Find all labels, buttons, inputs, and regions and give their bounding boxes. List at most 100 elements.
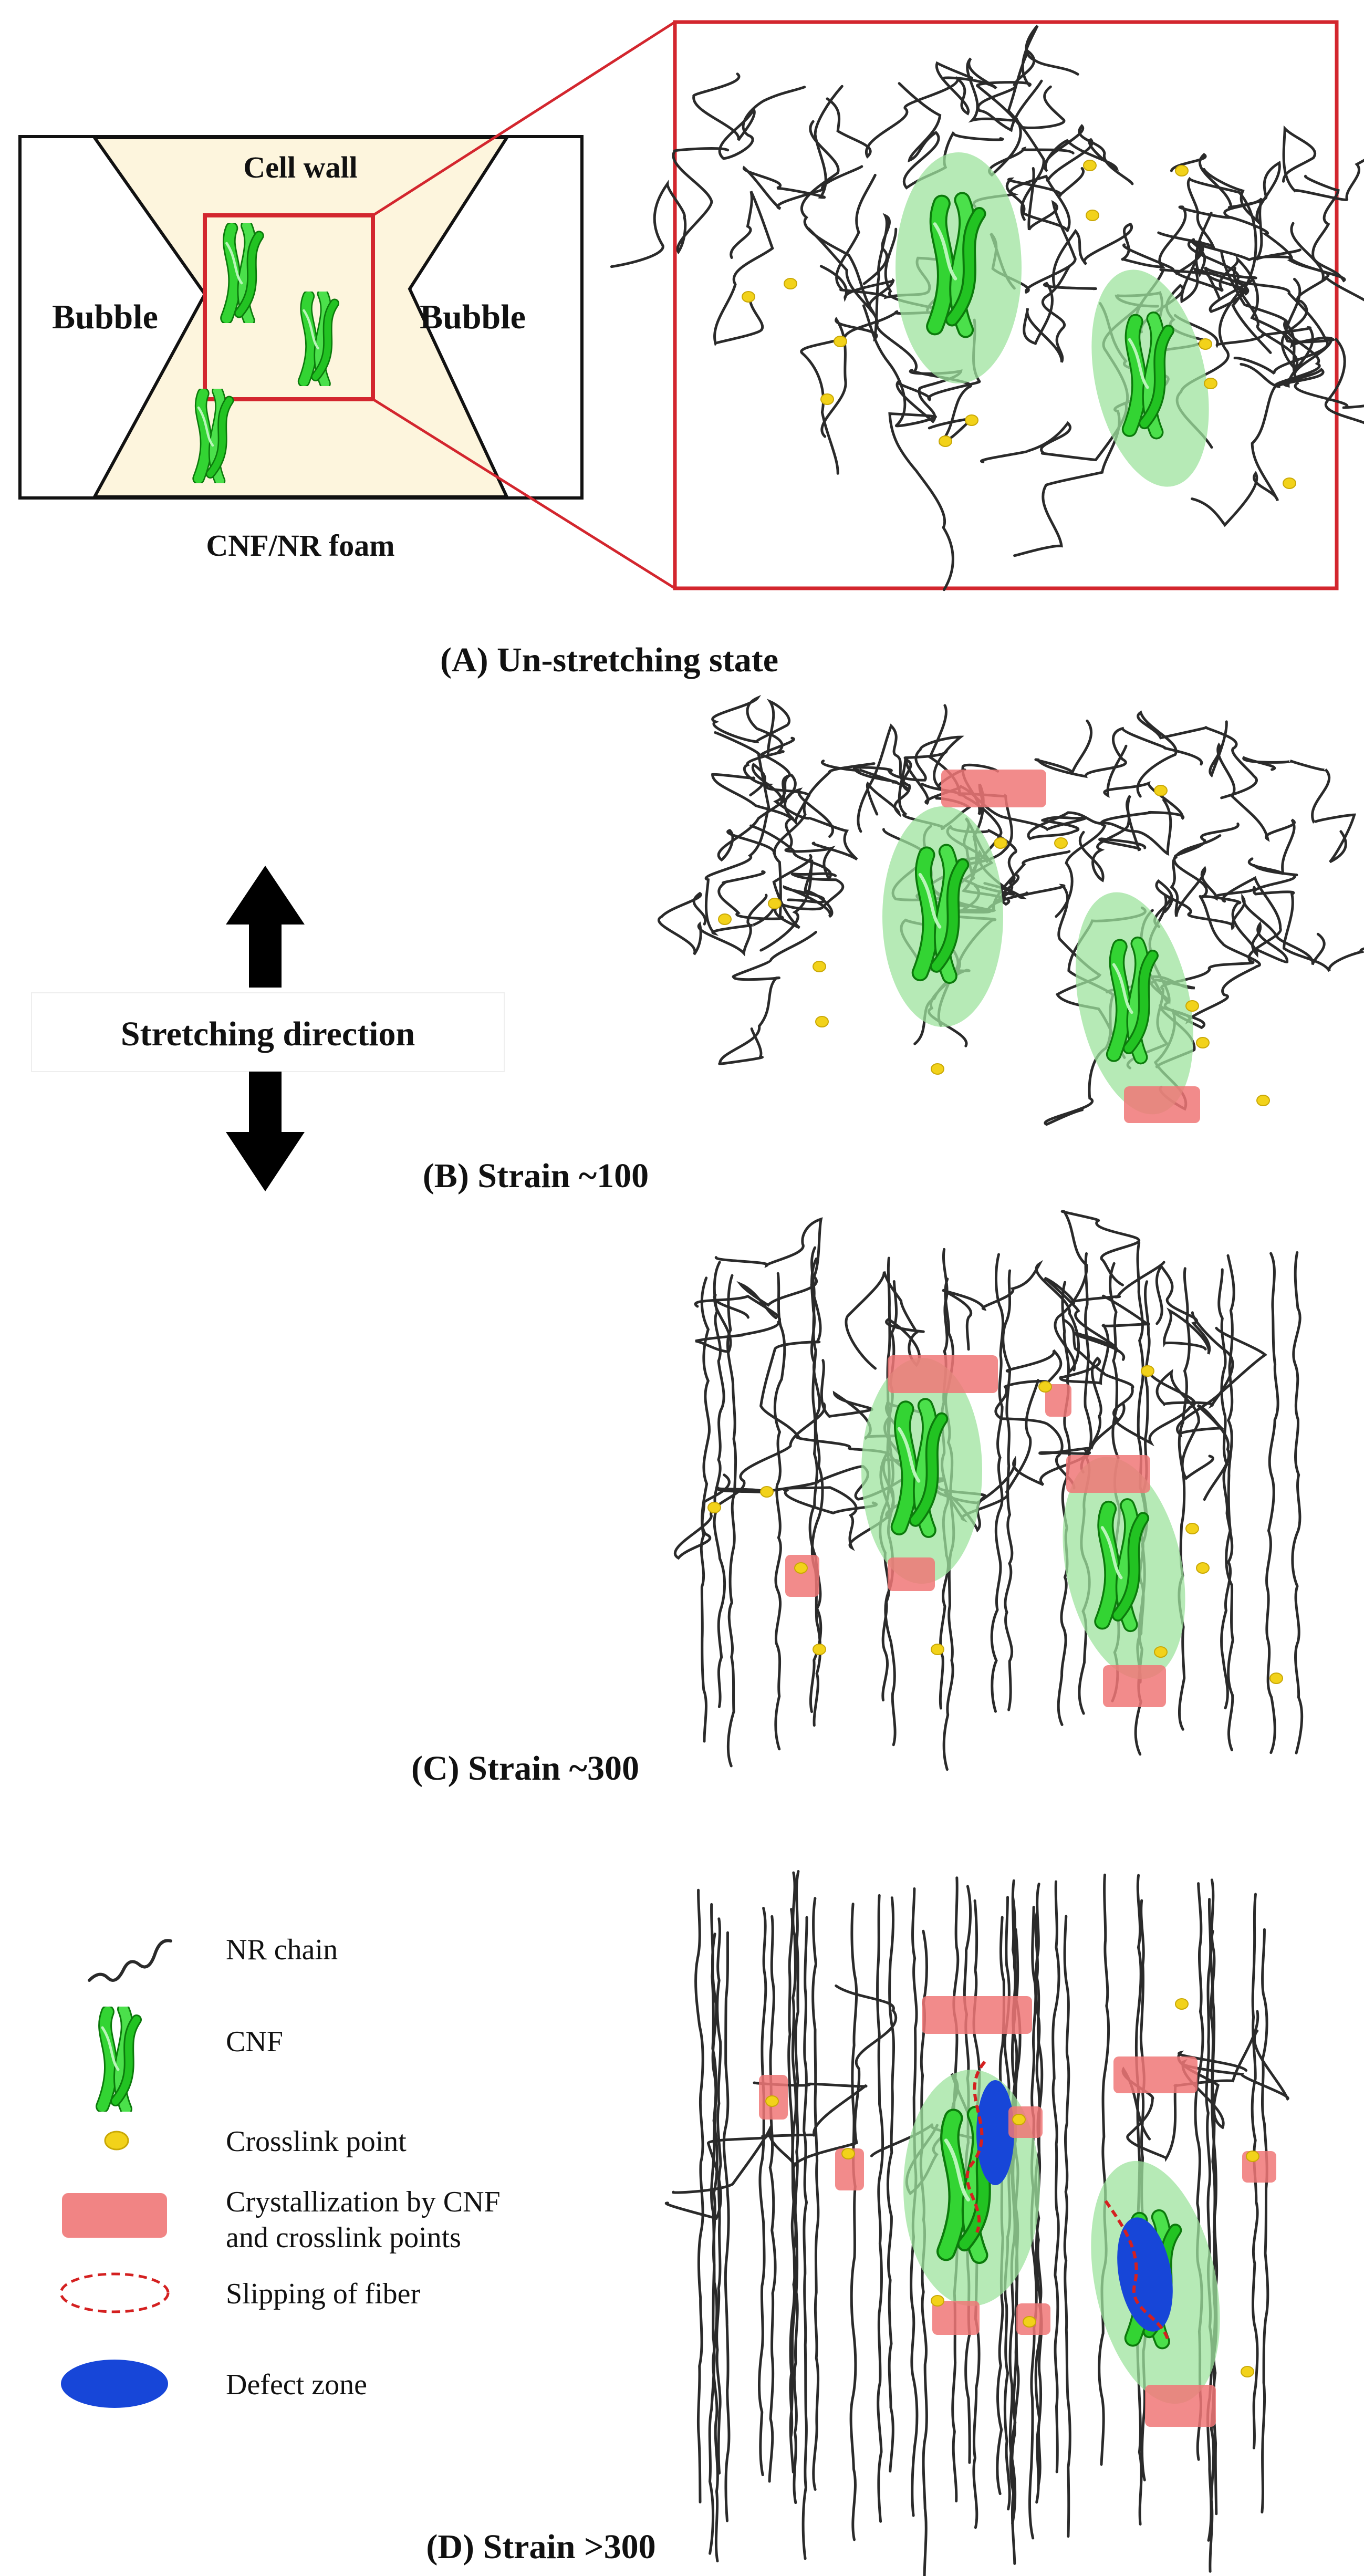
nr-chain bbox=[718, 931, 817, 1065]
crosslink-point bbox=[1199, 338, 1212, 350]
nr-chain bbox=[1220, 250, 1364, 409]
nr-chain bbox=[1157, 176, 1272, 354]
nr-chain bbox=[1023, 264, 1097, 363]
nr-chain bbox=[717, 762, 797, 862]
nr-chain bbox=[1098, 1873, 1110, 2466]
nr-chain bbox=[1233, 267, 1364, 370]
network-panel-c bbox=[673, 1210, 1304, 1771]
nr-chain bbox=[808, 1246, 822, 1713]
crosslink-point bbox=[994, 837, 1007, 849]
nr-chain bbox=[768, 1915, 777, 2483]
crosslink-point bbox=[931, 1063, 944, 1075]
crosslink-point bbox=[1086, 210, 1099, 221]
crystallization-icon bbox=[62, 2193, 167, 2238]
nr-chain bbox=[711, 750, 811, 826]
nr-chain bbox=[1078, 795, 1147, 882]
nr-chain bbox=[990, 1253, 1005, 1713]
crosslink-point bbox=[931, 2295, 944, 2307]
nr-chain bbox=[758, 736, 858, 861]
nr-chain bbox=[711, 695, 790, 757]
nr-chain bbox=[1225, 1254, 1235, 1751]
nr-chain bbox=[876, 1894, 884, 2523]
crosslink-point bbox=[939, 435, 952, 447]
nr-chain bbox=[793, 1870, 800, 2504]
nr-chain bbox=[1191, 320, 1321, 527]
crosslink-point bbox=[841, 2148, 855, 2159]
nr-chain bbox=[714, 1217, 823, 1320]
crosslink-point bbox=[765, 2095, 779, 2107]
nr-chain bbox=[994, 1349, 1076, 1490]
crystallization-zone bbox=[932, 2301, 980, 2335]
crosslink-point bbox=[1154, 785, 1168, 796]
crosslink-point bbox=[1246, 2151, 1259, 2162]
nr-chain bbox=[1253, 864, 1364, 972]
nr-chain bbox=[1265, 1252, 1279, 1754]
crosslink-point bbox=[1141, 1365, 1154, 1377]
crosslink-point-icon bbox=[104, 2131, 129, 2151]
nr-chain bbox=[772, 854, 845, 929]
fiber-slip bbox=[1104, 2200, 1170, 2343]
nr-chain bbox=[801, 1916, 808, 2560]
legend-label-defect: Defect zone bbox=[226, 2369, 367, 2401]
nr-chain bbox=[715, 1917, 722, 2475]
nr-chain bbox=[694, 1888, 704, 2504]
nr-chain bbox=[1055, 744, 1185, 918]
crystallization-zone bbox=[1045, 1384, 1071, 1417]
nr-chain bbox=[1054, 1210, 1141, 1372]
nr-chain bbox=[1063, 1915, 1071, 2538]
crosslink-point bbox=[813, 1644, 826, 1655]
crosslink-point bbox=[1154, 1646, 1168, 1658]
nr-chain bbox=[1062, 1318, 1196, 1447]
fiber-slip bbox=[965, 2061, 986, 2234]
nr-chain bbox=[1261, 1928, 1269, 2513]
crosslink-point bbox=[707, 1502, 721, 1513]
nr-chain bbox=[857, 723, 911, 833]
zoom-box bbox=[203, 213, 375, 401]
nr-chain bbox=[1043, 124, 1134, 185]
bubble-left-label: Bubble bbox=[52, 298, 158, 336]
crosslink-point bbox=[1054, 837, 1068, 849]
stretching-direction: Stretching direction bbox=[31, 866, 505, 1191]
nr-chain bbox=[773, 1272, 786, 1751]
nr-chain bbox=[1044, 1261, 1165, 1361]
cell-wall-label: Cell wall bbox=[243, 150, 357, 184]
crystallization-zone bbox=[941, 770, 1046, 807]
bubble-right-label: Bubble bbox=[420, 298, 526, 336]
nr-chain bbox=[1051, 205, 1232, 288]
nr-chain bbox=[759, 859, 834, 952]
nr-chain bbox=[708, 1903, 719, 2555]
crosslink-point bbox=[1185, 1000, 1199, 1012]
nr-chain bbox=[726, 1274, 737, 1768]
defect-zone bbox=[976, 2080, 1014, 2185]
nr-chain bbox=[800, 120, 895, 315]
panel-d-caption: (D) Strain >300 bbox=[426, 2528, 655, 2566]
nr-chain bbox=[704, 731, 776, 936]
nr-chain bbox=[1170, 153, 1281, 224]
legend-label-slipping: Slipping of fiber bbox=[226, 2278, 421, 2310]
nr-chain bbox=[1284, 277, 1364, 424]
nr-chain bbox=[1209, 1929, 1219, 2573]
crosslink-point bbox=[1012, 2114, 1026, 2125]
nr-chain bbox=[722, 1931, 731, 2522]
nr-chain bbox=[1178, 1267, 1191, 1731]
crosslink-point bbox=[1083, 160, 1097, 171]
panel-b-caption: (B) Strain ~100 bbox=[423, 1157, 649, 1195]
arrow-up-icon bbox=[226, 866, 305, 988]
network-panel-d bbox=[664, 1870, 1289, 2576]
crosslink-point bbox=[768, 898, 782, 909]
nr-chain bbox=[713, 191, 774, 347]
nr-chain bbox=[845, 1271, 925, 1370]
nr-chain-icon bbox=[88, 1939, 172, 1982]
crosslink-point bbox=[784, 278, 797, 289]
crystallization-zone bbox=[1145, 2385, 1216, 2427]
crosslink-point bbox=[718, 913, 732, 925]
network-panel-a bbox=[610, 25, 1364, 591]
nr-chain bbox=[717, 762, 876, 920]
crosslink-point bbox=[1204, 378, 1217, 389]
zoom-connector-top bbox=[372, 20, 676, 217]
crosslink-point bbox=[1196, 1037, 1210, 1048]
nr-chain bbox=[1188, 212, 1329, 375]
nr-chain bbox=[826, 61, 973, 159]
legend: NR chain CNF Crosslink point Crystalliza… bbox=[59, 1934, 501, 2408]
nr-chain bbox=[713, 1261, 726, 1708]
